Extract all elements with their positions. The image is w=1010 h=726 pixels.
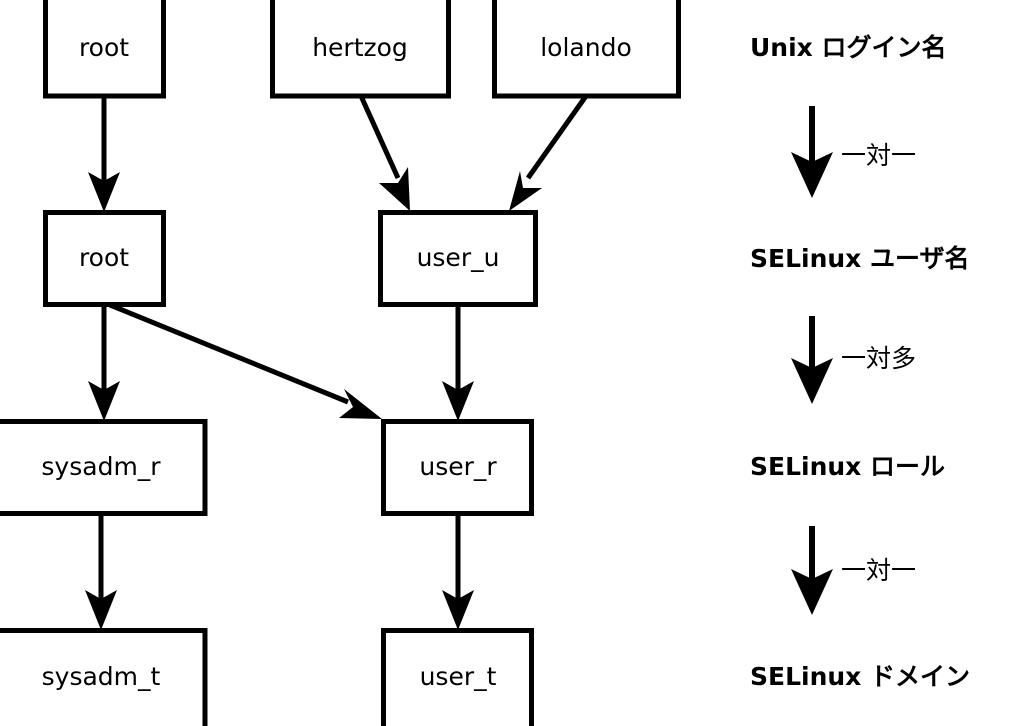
node-domain-user-t[interactable]: user_t <box>381 628 534 726</box>
node-label: user_r <box>419 452 497 481</box>
legend-cardinality-login-to-user: 一対一 <box>841 141 916 170</box>
node-label: sysadm_t <box>42 662 161 691</box>
node-login-root[interactable]: root <box>43 0 166 99</box>
node-role-sysadm-r[interactable]: sysadm_r <box>0 419 208 516</box>
edge-role-sysadm-r-to-domain-sysadm-t <box>85 513 117 630</box>
legend-arrow-role-to-domain <box>791 526 833 615</box>
legend-stage-selinux-user: SELinux ユーザ名 <box>750 244 970 273</box>
node-box <box>43 210 166 307</box>
node-label: user_u <box>417 243 500 272</box>
node-box <box>270 0 451 99</box>
edge-seuser-user-u-to-role-user-r <box>442 305 474 421</box>
edge-seuser-root-to-role-user-r <box>109 302 382 419</box>
legend-arrow-login-to-user <box>791 106 833 198</box>
node-login-lolando[interactable]: lolando <box>492 0 681 99</box>
node-seuser-user-u[interactable]: user_u <box>378 210 538 307</box>
legend-stage-unix-login: Unix ログイン名 <box>750 33 947 62</box>
node-label: root <box>79 33 129 62</box>
node-domain-sysadm-t[interactable]: sysadm_t <box>0 628 208 726</box>
node-label: user_t <box>420 662 497 691</box>
node-box <box>381 628 534 726</box>
node-box <box>378 210 538 307</box>
node-box <box>0 628 208 726</box>
node-role-user-r[interactable]: user_r <box>381 419 534 516</box>
legend-cardinality-user-to-role: 一対多 <box>841 344 916 373</box>
edge-login-lolando-to-seuser-user-u <box>509 94 589 211</box>
edge-role-user-r-to-domain-user-t <box>442 513 474 630</box>
node-seuser-root[interactable]: root <box>43 210 166 307</box>
edge-login-hertzog-to-seuser-user-u <box>358 94 410 211</box>
edge-seuser-root-to-role-sysadm-r <box>88 305 120 421</box>
legend-arrow-user-to-role <box>791 316 833 404</box>
node-box <box>492 0 681 99</box>
node-label: hertzog <box>312 33 408 62</box>
node-label: sysadm_r <box>41 452 161 481</box>
node-label: lolando <box>540 33 632 62</box>
node-login-hertzog[interactable]: hertzog <box>270 0 451 99</box>
legend-stage-selinux-role: SELinux ロール <box>750 452 945 481</box>
legend-stage-selinux-domain: SELinux ドメイン <box>750 662 970 691</box>
edge-login-root-to-seuser-root <box>88 96 120 212</box>
node-label: root <box>79 243 129 272</box>
legend-cardinality-role-to-domain: 一対一 <box>841 556 916 585</box>
